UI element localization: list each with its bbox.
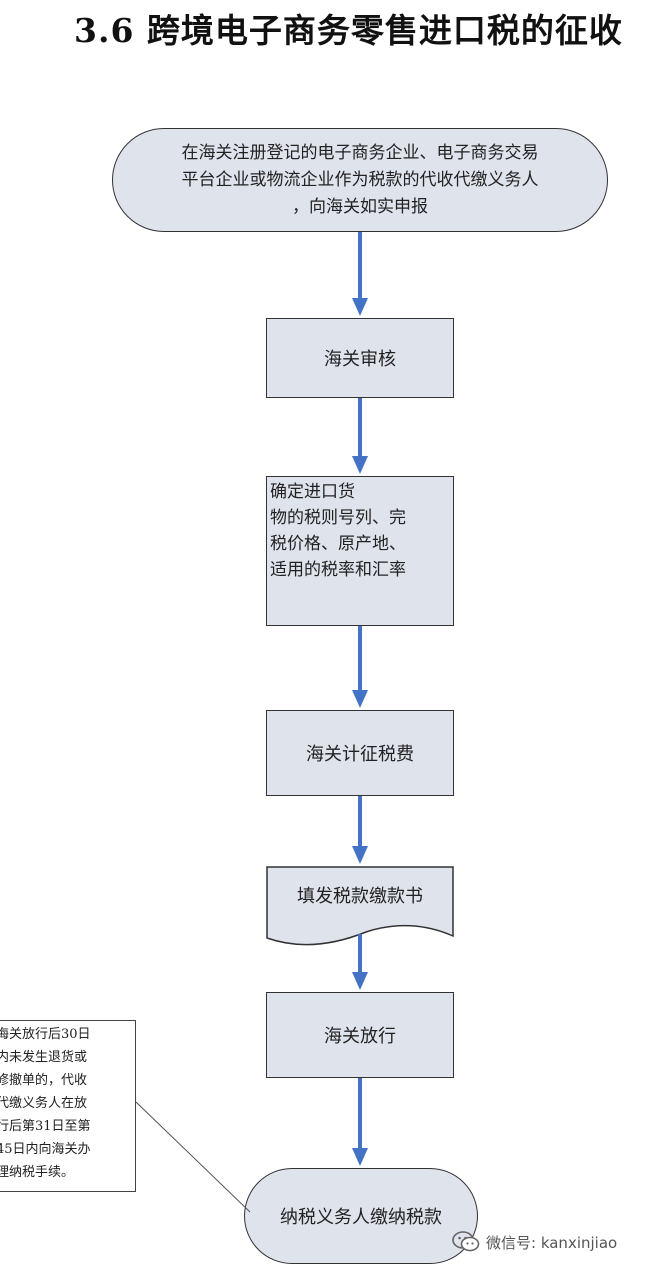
annotation-connector-line [136,1101,251,1213]
annotation-text: 海关放行后30日 内未发生退货或 修撤单的，代收 代缴义务人在放 行后第31日至… [0,1023,91,1184]
customs-release-node: 海关放行 [266,992,454,1078]
page-title: 3.6 跨境电子商务零售进口税的征收 [74,11,623,50]
wechat-watermark: 微信号: kanxinjiao [452,1228,617,1256]
flow-arrow-3 [352,626,368,708]
document-shape [266,866,454,946]
flow-arrow-1 [352,232,368,316]
flow-arrow-5 [352,934,368,990]
determine-text-line-1: 确定进口货 [270,482,355,502]
note-line-6: 45日内向海关办 [0,1142,91,1157]
note-line-3: 修撤单的，代收 [0,1073,88,1088]
start-text-line-3: ，向海关如实申报 [292,196,428,217]
flow-arrow-4 [352,796,368,864]
issue-tax-notice-label: 填发税款缴款书 [297,886,423,907]
start-text-line-1: 在海关注册登记的电子商务企业、电子商务交易 [181,142,539,163]
start-terminal-node: 在海关注册登记的电子商务企业、电子商务交易 平台企业或物流企业作为税款的代收代缴… [112,128,608,232]
flow-arrow-6 [352,1078,368,1166]
note-line-1: 海关放行后30日 [0,1027,91,1042]
determine-classification-node: 确定进口货 物的税则号列、完 税价格、原产地、 适用的税率和汇率 [266,476,454,626]
flow-arrow-2 [352,398,368,474]
watermark-text: 微信号: kanxinjiao [486,1233,618,1252]
note-line-4: 代缴义务人在放 [0,1096,88,1111]
determine-text-line-2: 物的税则号列、完 [270,508,406,528]
issue-tax-notice-node: 填发税款缴款书 [266,866,454,952]
wechat-icon [452,1231,480,1252]
end-terminal-node: 纳税义务人缴纳税款 [244,1168,478,1264]
note-line-5: 行后第31日至第 [0,1119,91,1134]
customs-review-node: 海关审核 [266,318,454,398]
determine-text-line-3: 税价格、原产地、 [270,534,406,554]
determine-text-line-4: 适用的税率和汇率 [270,560,406,580]
customs-levy-node: 海关计征税费 [266,710,454,796]
note-line-2: 内未发生退货或 [0,1050,88,1065]
note-line-7: 理纳税手续。 [0,1165,75,1180]
annotation-note: 海关放行后30日 内未发生退货或 修撤单的，代收 代缴义务人在放 行后第31日至… [0,1020,136,1192]
start-text-line-2: 平台企业或物流企业作为税款的代收代缴义务人 [181,169,539,190]
